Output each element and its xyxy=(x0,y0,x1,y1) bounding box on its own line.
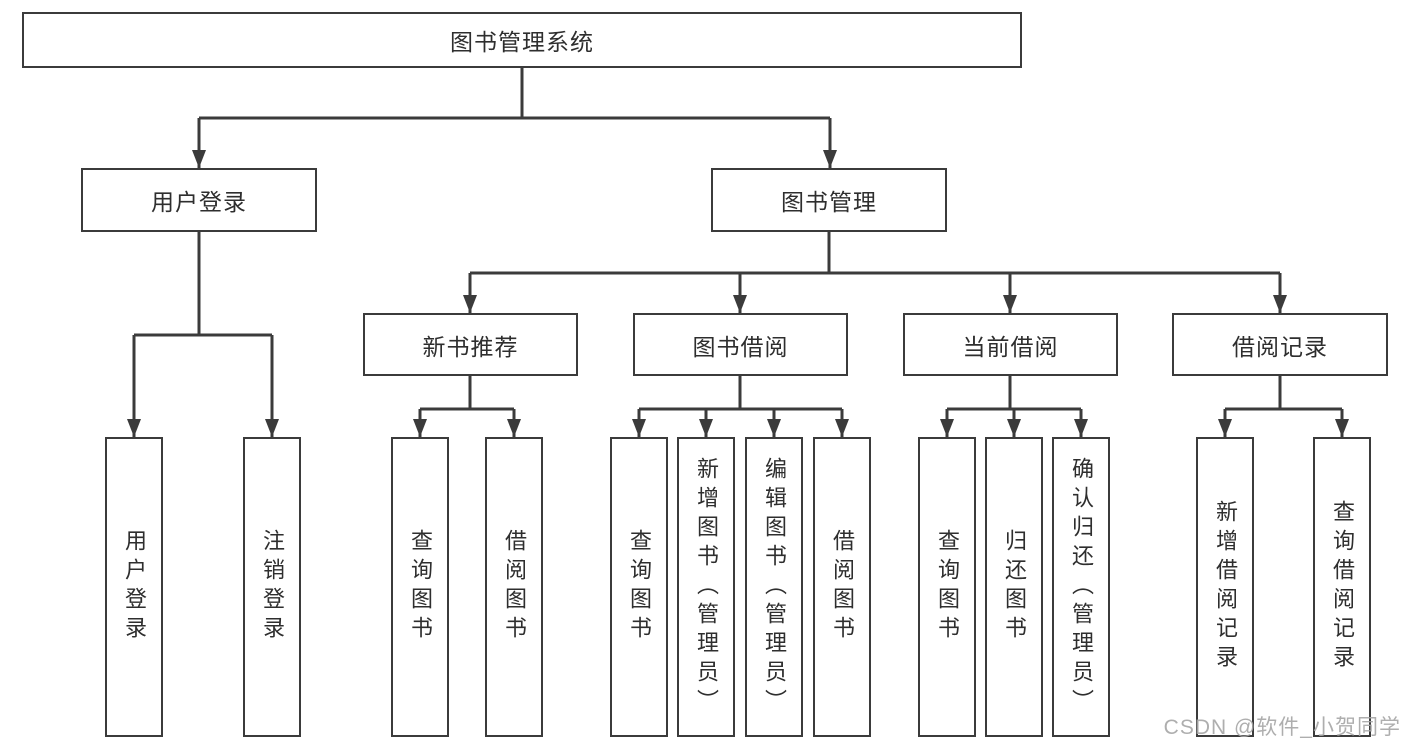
node-root-label: 图书管理系统 xyxy=(450,29,594,55)
node-borrow-records: 借阅记录 xyxy=(1172,313,1388,376)
node-user-login-label: 用户登录 xyxy=(151,189,247,215)
leaf-add-books-admin-label: 新增图书（管理员） xyxy=(694,456,719,718)
leaf-edit-books-admin: 编辑图书（管理员） xyxy=(745,437,803,737)
leaf-edit-books-admin-label: 编辑图书（管理员） xyxy=(762,456,787,718)
node-book-management-label: 图书管理 xyxy=(781,189,877,215)
leaf-borrow-books-2-label: 借阅图书 xyxy=(830,529,855,645)
leaf-add-borrow-record: 新增借阅记录 xyxy=(1196,437,1254,737)
node-book-management: 图书管理 xyxy=(711,168,947,232)
node-current-borrow-label: 当前借阅 xyxy=(962,333,1059,360)
leaf-confirm-return-admin-label: 确认归还（管理员） xyxy=(1069,456,1094,718)
leaf-add-borrow-record-label: 新增借阅记录 xyxy=(1213,500,1238,674)
leaf-query-borrow-record-label: 查询借阅记录 xyxy=(1330,500,1355,674)
node-user-login: 用户登录 xyxy=(81,168,317,232)
leaf-return-books: 归还图书 xyxy=(985,437,1043,737)
leaf-logout-login-label: 注销登录 xyxy=(260,529,285,645)
node-book-borrow-label: 图书借阅 xyxy=(692,333,789,360)
leaf-query-books-2-label: 查询图书 xyxy=(627,529,652,645)
leaf-logout-login: 注销登录 xyxy=(243,437,301,737)
leaf-query-books-3-label: 查询图书 xyxy=(935,529,960,645)
node-borrow-records-label: 借阅记录 xyxy=(1232,333,1328,360)
leaf-query-books-1-label: 查询图书 xyxy=(408,529,433,645)
node-new-book-recommend: 新书推荐 xyxy=(363,313,578,376)
leaf-query-borrow-record: 查询借阅记录 xyxy=(1313,437,1371,737)
leaf-borrow-books-1: 借阅图书 xyxy=(485,437,543,737)
node-new-book-recommend-label: 新书推荐 xyxy=(422,333,519,360)
watermark: CSDN @软件_小贺同学 xyxy=(1163,716,1401,739)
leaf-add-books-admin: 新增图书（管理员） xyxy=(677,437,735,737)
node-current-borrow: 当前借阅 xyxy=(903,313,1118,376)
leaf-query-books-3: 查询图书 xyxy=(918,437,976,737)
node-book-borrow: 图书借阅 xyxy=(633,313,848,376)
leaf-borrow-books-2: 借阅图书 xyxy=(813,437,871,737)
leaf-confirm-return-admin: 确认归还（管理员） xyxy=(1052,437,1110,737)
leaf-query-books-2: 查询图书 xyxy=(610,437,668,737)
node-root: 图书管理系统 xyxy=(22,12,1022,68)
leaf-return-books-label: 归还图书 xyxy=(1002,529,1027,645)
leaf-query-books-1: 查询图书 xyxy=(391,437,449,737)
leaf-borrow-books-1-label: 借阅图书 xyxy=(502,529,527,645)
leaf-user-login: 用户登录 xyxy=(105,437,163,737)
leaf-user-login-label: 用户登录 xyxy=(122,529,147,645)
